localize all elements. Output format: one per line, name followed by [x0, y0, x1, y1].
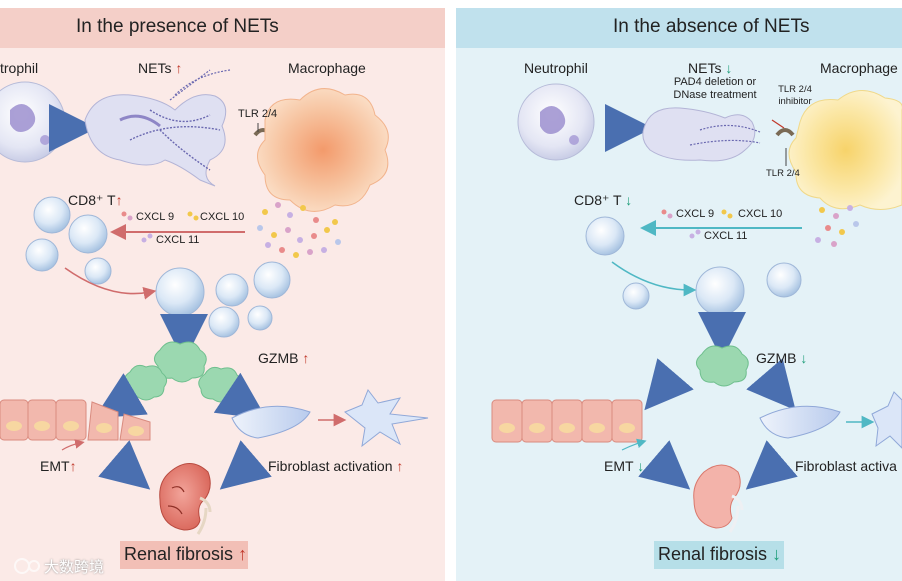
fibroblast-right: [759, 405, 841, 439]
left-neutrophil-label: trophil: [0, 60, 39, 76]
right-tlr-inhibitor-line2: inhibitor: [778, 96, 812, 107]
right-neutrophil-label: Neutrophil: [524, 60, 588, 76]
watermark-logo: [14, 558, 40, 574]
right-tlr-inhibitor-line1: TLR 2/4: [778, 84, 812, 95]
macrophage-right: [788, 90, 902, 210]
net-forming-neutrophil-left: [84, 69, 231, 187]
left-fibroblast-text: Fibroblast activation: [268, 458, 393, 474]
right-cd8-down-arrow: ↓: [625, 192, 633, 208]
left-panel-title: In the presence of NETs: [76, 16, 279, 37]
left-gzmb-label: GZMB ↑: [258, 350, 309, 366]
left-gzmb-text: GZMB: [258, 350, 299, 366]
right-nets-down-arrow: ↓: [725, 60, 733, 76]
right-nets-label: NETs ↓: [688, 60, 732, 76]
right-fibroblast-label: Fibroblast activa: [795, 458, 897, 474]
right-emt-label: EMT ↓: [604, 458, 644, 474]
right-cxcl9-label: CXCL 9: [676, 208, 715, 220]
activated-fibroblast-right: [871, 391, 902, 449]
left-emt-text: EMT: [40, 458, 70, 474]
left-macrophage-label: Macrophage: [288, 60, 366, 76]
right-panel-title: In the absence of NETs: [613, 16, 810, 37]
net-forming-neutrophil-right: [642, 107, 761, 162]
left-emt-up-arrow: ↑: [69, 458, 77, 474]
left-fibroblast-label: Fibroblast activation ↑: [268, 458, 403, 474]
left-gzmb-up-arrow: ↑: [302, 350, 310, 366]
left-nets-text: NETs: [138, 60, 172, 76]
epithelial-cells-left: [0, 399, 151, 441]
right-renal-down-arrow: ↓: [772, 544, 782, 564]
left-nets-up-arrow: ↑: [175, 60, 183, 76]
right-nets-text: NETs: [688, 60, 722, 76]
right-macrophage-label: Macrophage: [820, 60, 898, 76]
watermark-text: 大数跨境: [44, 559, 105, 576]
kidney-right: [693, 464, 744, 533]
neutrophil-right: [517, 83, 595, 161]
right-gzmb-text: GZMB: [756, 350, 797, 366]
left-tlr-label: TLR 2/4: [238, 108, 278, 120]
right-gzmb-down-arrow: ↓: [800, 350, 808, 366]
left-renal-fibrosis-label: Renal fibrosis ↑: [124, 544, 247, 565]
right-cxcl10-label: CXCL 10: [738, 208, 783, 220]
left-nets-label: NETs ↑: [138, 60, 182, 76]
right-tlr-label: TLR 2/4: [766, 168, 800, 179]
left-cxcl10-label: CXCL 10: [200, 211, 245, 223]
right-emt-down-arrow: ↓: [637, 458, 645, 474]
epithelial-cells-right: [491, 399, 643, 443]
cytokine-cluster-left: [257, 202, 341, 258]
left-cd8-label: CD8⁺ T↑: [68, 192, 123, 209]
left-renal-up-arrow: ↑: [238, 544, 248, 564]
right-renal-text: Renal fibrosis: [658, 544, 768, 564]
right-cxcl11-label: CXCL 11: [704, 230, 748, 242]
tlr-receptor-right: [775, 128, 795, 137]
right-panel-header: [456, 8, 902, 48]
right-tlr-inhibitor-label: TLR 2/4 inhibitor: [772, 84, 818, 108]
macrophage-left: [257, 88, 389, 212]
fibroblast-left: [231, 405, 311, 439]
right-cd8-label: CD8⁺ T ↓: [574, 192, 632, 209]
left-cxcl11-label: CXCL 11: [156, 234, 200, 246]
t-cells-left: [25, 196, 291, 338]
left-emt-label: EMT↑: [40, 458, 77, 474]
gzmb-granules-right: [696, 345, 749, 387]
right-cd8-text: CD8⁺ T: [574, 192, 622, 208]
cytokine-cluster-right: [815, 205, 859, 247]
right-gzmb-label: GZMB ↓: [756, 350, 807, 366]
left-fibroblast-up-arrow: ↑: [396, 458, 404, 474]
activated-fibroblast-left: [344, 388, 429, 448]
renal-fibrosis-box-right: [654, 541, 784, 569]
right-pad4-line2: DNase treatment: [673, 89, 757, 101]
right-emt-text: EMT: [604, 458, 634, 474]
left-panel-header: [0, 8, 445, 48]
right-pad4-label: PAD4 deletion or DNase treatment: [655, 76, 775, 102]
left-cd8-text: CD8⁺ T: [68, 192, 116, 208]
left-renal-text: Renal fibrosis: [124, 544, 234, 564]
left-cd8-up-arrow: ↑: [115, 192, 123, 208]
t-cells-right: [585, 216, 802, 316]
renal-fibrosis-box-left: [120, 541, 248, 569]
left-cxcl9-label: CXCL 9: [136, 211, 175, 223]
right-pad4-line1: PAD4 deletion or: [673, 76, 757, 88]
kidney-left: [159, 463, 212, 535]
right-renal-fibrosis-label: Renal fibrosis ↓: [658, 544, 781, 565]
